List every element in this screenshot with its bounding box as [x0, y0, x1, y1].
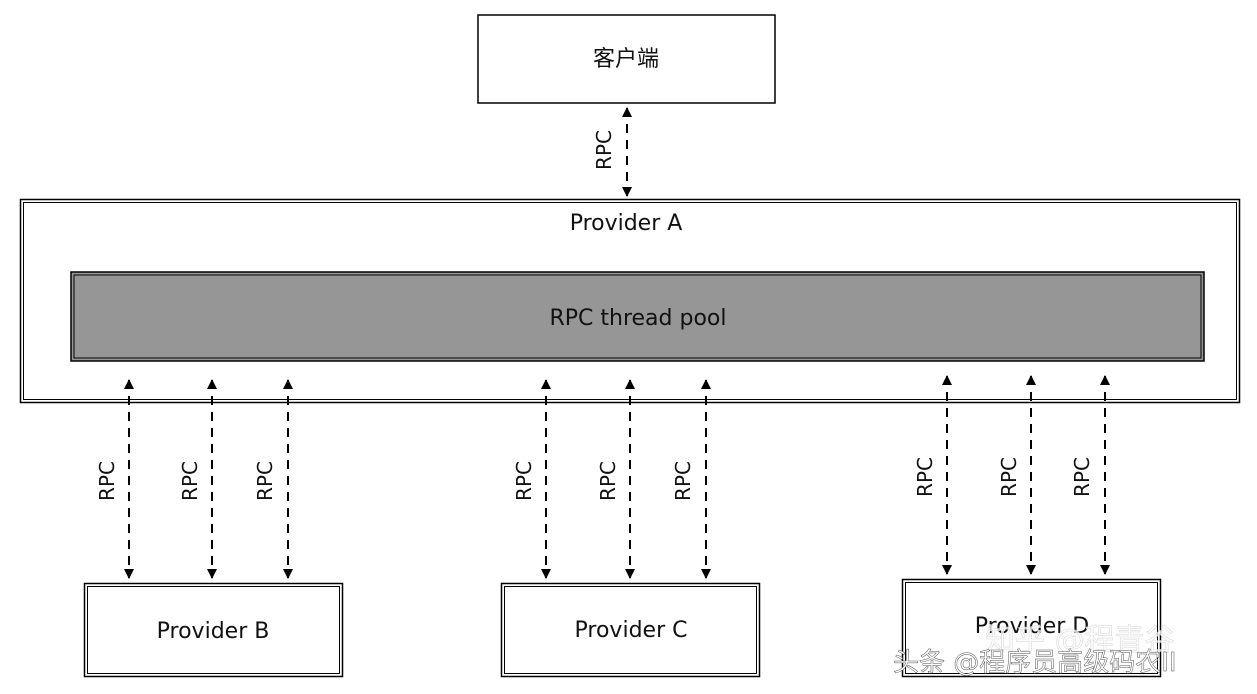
thread-pool-inner-border: [73, 274, 1202, 359]
thread-pool-node: RPC thread pool: [70, 271, 1205, 362]
provider-b-inner-border: [87, 586, 340, 674]
provider-d-connectors: RPC RPC RPC: [913, 375, 1110, 575]
provider-d-label: Provider D: [975, 614, 1090, 639]
provider-d-inner-border: [905, 582, 1158, 674]
provider-d-node: Provider D: [901, 578, 1162, 678]
rpc-label: RPC: [671, 461, 695, 501]
provider-d-box: [901, 578, 1162, 678]
toutiao-watermark: 头条 @程序员高级码农II: [893, 648, 1177, 678]
rpc-label: RPC: [596, 461, 620, 501]
thread-pool-box: [70, 271, 1205, 362]
provider-b-node: Provider B: [83, 582, 344, 678]
provider-c-box: [500, 582, 761, 678]
rpc-label: RPC: [997, 457, 1021, 497]
client-rpc-connector: RPC: [592, 107, 632, 197]
zhihu-watermark: 知乎 @程青谷: [985, 623, 1175, 658]
provider-b-box: [83, 582, 344, 678]
provider-c-inner-border: [504, 586, 757, 674]
provider-b-label: Provider B: [157, 619, 270, 644]
rpc-label: RPC: [1070, 457, 1094, 497]
provider-c-label: Provider C: [575, 618, 688, 643]
rpc-label: RPC: [512, 461, 536, 501]
thread-pool-label: RPC thread pool: [549, 306, 726, 331]
rpc-label: RPC: [95, 461, 119, 501]
client-label: 客户端: [593, 47, 659, 72]
rpc-label: RPC: [253, 461, 277, 501]
client-node: 客户端: [477, 14, 776, 104]
client-box: [477, 14, 776, 104]
rpc-label: RPC: [913, 457, 937, 497]
provider-c-node: Provider C: [500, 582, 761, 678]
provider-a-label: Provider A: [570, 211, 683, 236]
provider-c-connectors: RPC RPC RPC: [512, 379, 711, 579]
provider-b-connectors: RPC RPC RPC: [95, 379, 293, 579]
rpc-label: RPC: [592, 130, 616, 170]
rpc-label: RPC: [178, 461, 202, 501]
